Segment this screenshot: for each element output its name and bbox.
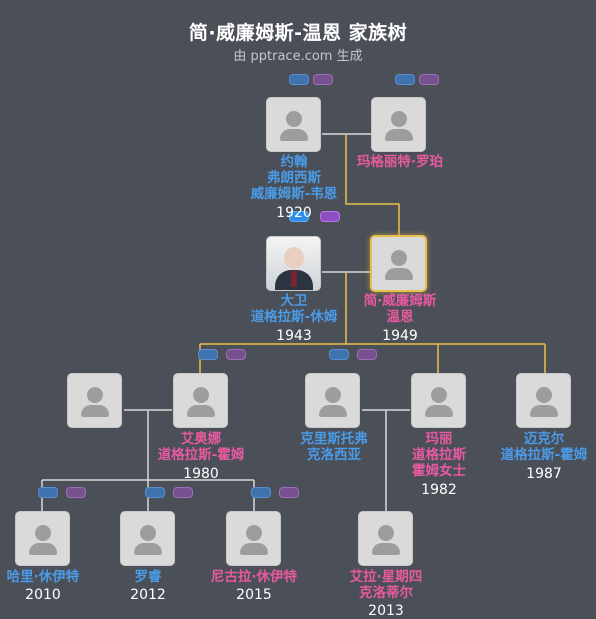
page-title: 简·威廉姆斯-温恩 家族树 (188, 22, 408, 44)
birth-year: 1980 (183, 466, 219, 482)
avatar-placeholder-icon[interactable] (305, 373, 360, 428)
avatar-placeholder-icon[interactable] (516, 373, 571, 428)
avatar-placeholder-icon[interactable] (120, 511, 175, 566)
avatar-placeholder-icon[interactable] (371, 97, 426, 152)
person-name: 克里斯托弗克洛西亚 (300, 431, 368, 463)
person-name: 尼古拉·休伊特 (210, 569, 298, 585)
expand-ancestors-toggle[interactable] (66, 487, 86, 498)
expand-ancestors-toggle[interactable] (357, 349, 377, 360)
avatar-placeholder-icon[interactable] (411, 373, 466, 428)
birth-year: 1943 (276, 328, 312, 344)
person-name: 约翰弗朗西斯威廉姆斯-韦恩 (250, 154, 338, 202)
expand-ancestors-toggle[interactable] (329, 349, 349, 360)
expand-ancestors-toggle[interactable] (320, 211, 340, 222)
avatar-placeholder-icon[interactable] (226, 511, 281, 566)
expand-ancestors-toggle[interactable] (395, 74, 415, 85)
avatar-placeholder-icon[interactable] (370, 235, 427, 292)
avatar-placeholder-icon[interactable] (266, 97, 321, 152)
birth-year: 1982 (421, 482, 457, 498)
person-name: 玛格丽特·罗珀 (356, 154, 444, 170)
person-name: 哈里·休伊特 (6, 569, 80, 585)
page-subtitle: 由 pptrace.com 生成 (233, 49, 363, 64)
expand-ancestors-toggle[interactable] (145, 487, 165, 498)
birth-year: 1987 (526, 466, 562, 482)
birth-year: 1949 (382, 328, 418, 344)
person-name: 玛丽道格拉斯霍姆女士 (412, 431, 466, 479)
birth-year: 2012 (130, 587, 166, 603)
expand-ancestors-toggle[interactable] (226, 349, 246, 360)
person-name: 艾奥娜道格拉斯-霍姆 (157, 431, 245, 463)
person-name: 罗睿 (134, 569, 162, 585)
birth-year: 2013 (368, 603, 404, 619)
person-name: 迈克尔道格拉斯-霍姆 (500, 431, 588, 463)
avatar-placeholder-icon[interactable] (358, 511, 413, 566)
expand-ancestors-toggle[interactable] (289, 211, 309, 222)
expand-ancestors-toggle[interactable] (251, 487, 271, 498)
person-name: 简·威廉姆斯温恩 (363, 293, 437, 325)
avatar-placeholder-icon[interactable] (173, 373, 228, 428)
expand-ancestors-toggle[interactable] (38, 487, 58, 498)
expand-ancestors-toggle[interactable] (289, 74, 309, 85)
birth-year: 2015 (236, 587, 272, 603)
avatar-photo[interactable] (266, 236, 321, 291)
descent-line-jane (345, 134, 400, 236)
birth-year: 2010 (25, 587, 61, 603)
expand-ancestors-toggle[interactable] (198, 349, 218, 360)
expand-ancestors-toggle[interactable] (279, 487, 299, 498)
birth-year: 1920 (276, 205, 312, 221)
avatar-placeholder-icon[interactable] (15, 511, 70, 566)
expand-ancestors-toggle[interactable] (419, 74, 439, 85)
expand-ancestors-toggle[interactable] (173, 487, 193, 498)
person-name: 大卫道格拉斯-休姆 (250, 293, 338, 325)
person-name: 艾拉·星期四克洛蒂尔 (349, 569, 423, 601)
expand-ancestors-toggle[interactable] (313, 74, 333, 85)
avatar-placeholder-icon[interactable] (67, 373, 122, 428)
